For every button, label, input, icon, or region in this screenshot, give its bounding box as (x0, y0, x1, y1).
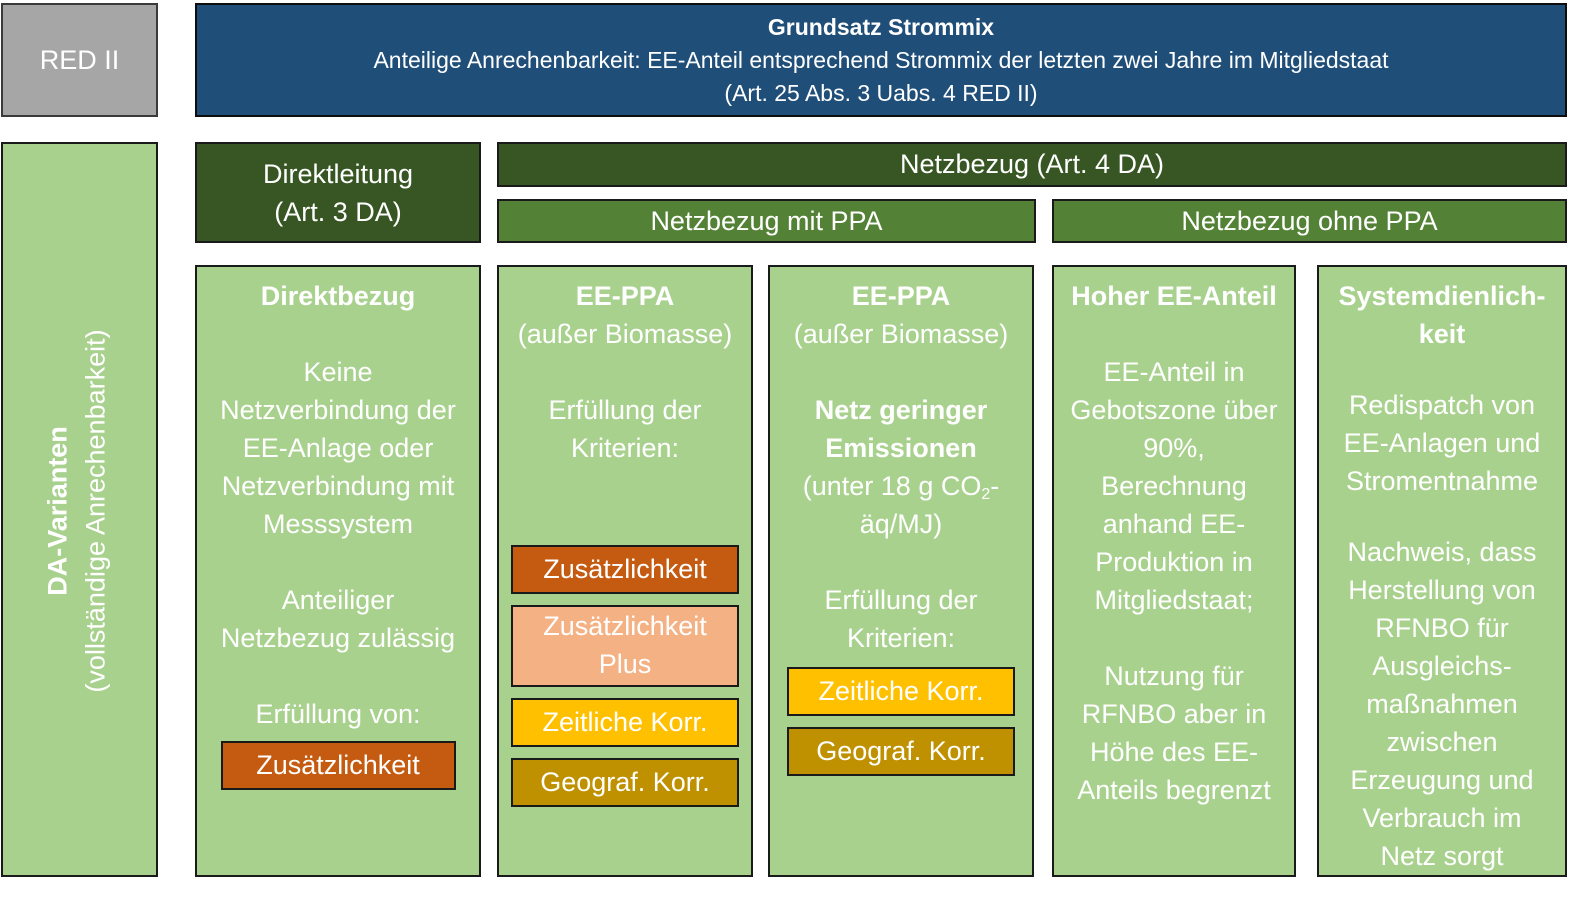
tag-geografische-korrelation: Geograf. Korr. (511, 758, 739, 807)
emission-subscript: 2 (981, 486, 991, 503)
direktleitung-label: Direktleitung (Art. 3 DA) (262, 158, 414, 227)
ee-ppa-2-subtitle: (außer Biomasse) (793, 319, 1009, 349)
tag-zeitliche-korrelation: Zeitliche Korr. (787, 667, 1015, 716)
ee-ppa-2-netz-geringer-emissionen: Netz geringer Emissionen (814, 395, 988, 463)
grundsatz-line1: Anteilige Anrechenbarkeit: EE-Anteil ent… (373, 46, 1389, 73)
netzbezug-mit-ppa-box: Netzbezug mit PPA (497, 199, 1036, 243)
ee-ppa-2-emission-limit: (unter 18 g CO2- (803, 467, 1000, 505)
emission-text: (unter 18 g CO (802, 471, 982, 501)
ee-ppa-1-title: EE-PPA (575, 281, 675, 311)
da-varianten-side-label: DA-Varianten (vollständige Anrechenbarke… (39, 144, 119, 879)
column-ee-ppa-2: EE-PPA (außer Biomasse) Netz geringer Em… (768, 265, 1034, 877)
tag-zusaetzlichkeit: Zusätzlichkeit (511, 545, 739, 594)
direktbezug-text3: Erfüllung von: (255, 699, 421, 729)
tag-geografische-korrelation: Geograf. Korr. (787, 727, 1015, 776)
column-direktbezug: Direktbezug Keine Netzverbindung der EE-… (195, 265, 481, 877)
netzbezug-ohne-ppa-box: Netzbezug ohne PPA (1052, 199, 1567, 243)
ee-ppa-2-emission-unit: äq/MJ) (859, 509, 943, 539)
direktbezug-text2: Anteiliger Netzbezug zulässig (220, 585, 456, 653)
tag-zusaetzlichkeit: Zusätzlichkeit (220, 741, 456, 790)
systemdienlichkeit-title: Systemdienlich- keit (1338, 281, 1546, 349)
hoher-ee-anteil-text2: Nutzung für RFNBO aber in Höhe des EE- A… (1077, 661, 1271, 805)
ee-ppa-1-text1: Erfüllung der Kriterien: (548, 395, 702, 463)
da-varianten-title: DA-Varianten (42, 426, 73, 596)
ee-ppa-1-subtitle: (außer Biomasse) (517, 319, 733, 349)
grundsatz-line2: (Art. 25 Abs. 3 Uabs. 4 RED II) (724, 79, 1038, 106)
grundsatz-title: Grundsatz Strommix (767, 13, 995, 40)
grundsatz-strommix-box: Grundsatz Strommix Anteilige Anrechenbar… (195, 3, 1567, 117)
emission-hyphen: - (990, 471, 1000, 501)
netzbezug-label: Netzbezug (Art. 4 DA) (899, 149, 1165, 179)
column-systemdienlichkeit: Systemdienlich- keit Redispatch von EE-A… (1317, 265, 1567, 877)
direktbezug-text1: Keine Netzverbindung der EE-Anlage oder … (220, 357, 456, 539)
direktleitung-box: Direktleitung (Art. 3 DA) (195, 142, 481, 243)
tag-zusaetzlichkeit-plus: Zusätzlichkeit Plus (511, 605, 739, 687)
tag-zeitliche-korrelation: Zeitliche Korr. (511, 698, 739, 747)
column-hoher-ee-anteil: Hoher EE-Anteil EE-Anteil in Gebotszone … (1052, 265, 1296, 877)
hoher-ee-anteil-text1: EE-Anteil in Gebotszone über 90%, Berech… (1070, 357, 1278, 615)
column-ee-ppa-1: EE-PPA (außer Biomasse) Erfüllung der Kr… (497, 265, 753, 877)
da-varianten-side-box (1, 142, 158, 877)
direktbezug-title: Direktbezug (260, 281, 416, 311)
systemdienlichkeit-text1: Redispatch von EE-Anlagen und Stromentna… (1343, 390, 1541, 496)
da-varianten-subtitle: (vollständige Anrechenbarkeit) (80, 329, 111, 693)
netzbezug-ohne-ppa-label: Netzbezug ohne PPA (1181, 205, 1438, 236)
ee-ppa-2-title: EE-PPA (851, 281, 951, 311)
systemdienlichkeit-text2: Nachweis, dass Herstellung von RFNBO für… (1347, 537, 1537, 871)
red-ii-label-box: RED II (1, 3, 158, 117)
ee-ppa-2-text1: Erfüllung der Kriterien: (824, 585, 978, 653)
netzbezug-box: Netzbezug (Art. 4 DA) (497, 142, 1567, 187)
hoher-ee-anteil-title: Hoher EE-Anteil (1071, 281, 1277, 311)
red-ii-label: RED II (39, 44, 120, 75)
netzbezug-mit-ppa-label: Netzbezug mit PPA (650, 205, 883, 236)
